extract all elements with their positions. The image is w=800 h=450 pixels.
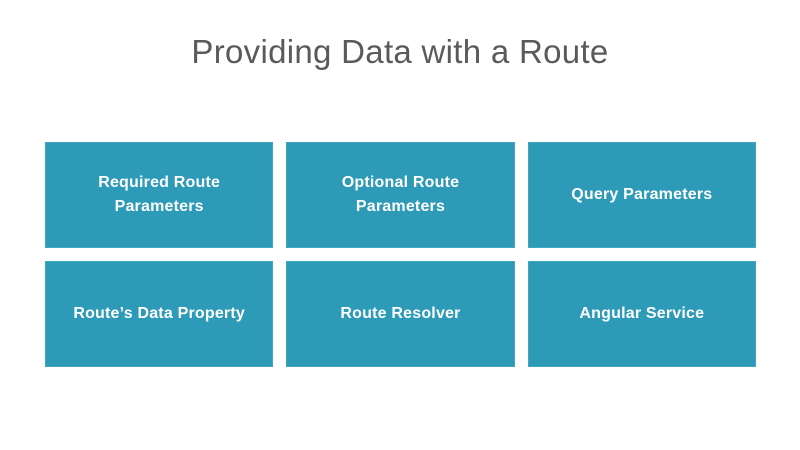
card-label: Route Resolver (340, 305, 461, 322)
card-label: Angular Service (579, 305, 705, 322)
card-optional-route-parameters[interactable]: Optional Route Parameters (286, 142, 515, 248)
card-required-route-parameters[interactable]: Required Route Parameters (45, 142, 274, 248)
page-title: Providing Data with a Route (191, 33, 609, 70)
card-label: Route’s Data Property (73, 305, 245, 322)
card-query-parameters[interactable]: Query Parameters (527, 142, 756, 248)
card-routes-data-property[interactable]: Route’s Data Property (45, 261, 274, 367)
card-angular-service[interactable]: Angular Service (527, 261, 756, 367)
card-label: Required Route Parameters (98, 174, 221, 215)
card-route-resolver[interactable]: Route Resolver (286, 261, 515, 367)
card-label: Optional Route Parameters (341, 174, 460, 215)
card-grid: Required Route Parameters Optional Route… (45, 142, 756, 367)
card-label: Query Parameters (571, 186, 713, 203)
